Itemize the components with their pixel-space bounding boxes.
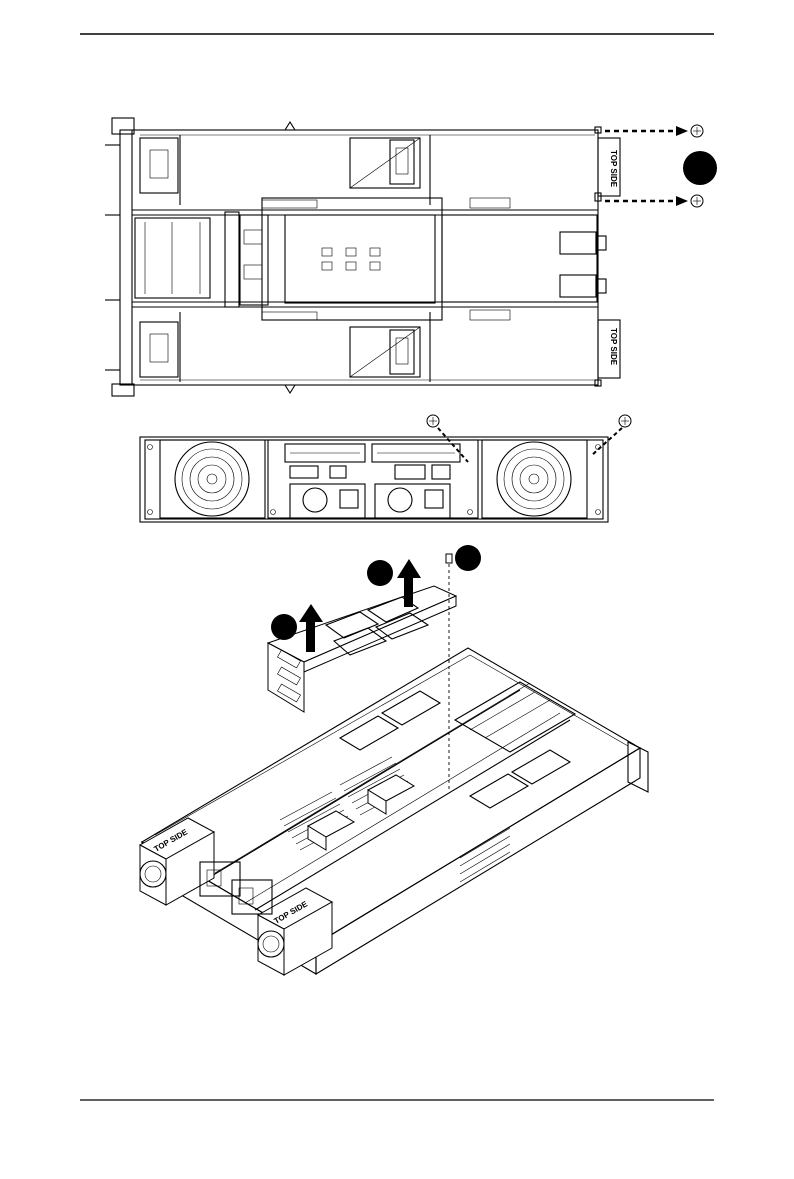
chassis-isometric-view: [140, 648, 648, 975]
step-marker-air-duct-rear: [367, 560, 393, 586]
screw-icon: [427, 415, 439, 427]
step-marker-top-view: [683, 151, 717, 185]
screw-leader: [438, 428, 468, 462]
step-marker-screw: [455, 545, 481, 571]
air-duct: [268, 586, 456, 712]
step-marker-air-duct-front: [271, 614, 297, 640]
screw-icon: [446, 554, 452, 563]
top-side-label-lower: TOP SIDE: [609, 328, 618, 366]
screw-icon: [691, 125, 703, 137]
screw-leader: [592, 428, 622, 455]
chassis-top-view: [105, 118, 620, 396]
chassis-rear-view: [140, 437, 608, 522]
screw-icon: [691, 195, 703, 207]
top-side-label-upper: TOP SIDE: [609, 150, 618, 188]
screw-icon: [619, 415, 631, 427]
